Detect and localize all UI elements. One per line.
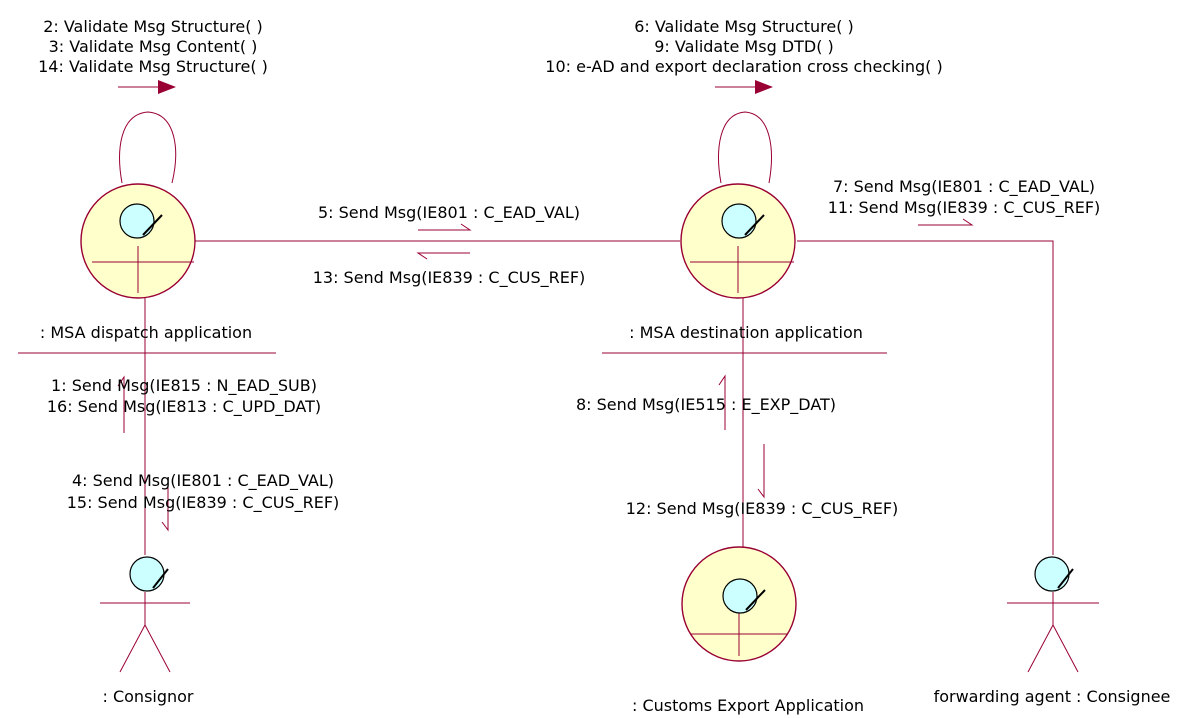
msg-5: 5: Send Msg(IE801 : C_EAD_VAL) [318, 203, 580, 223]
label-destination: : MSA destination application [629, 323, 863, 342]
msg-16: 16: Send Msg(IE813 : C_UPD_DAT) [47, 397, 321, 417]
msg-dispatch-self-2: 3: Validate Msg Content( ) [49, 37, 258, 56]
arrow-msg-1-16 [117, 375, 125, 433]
arrow-destination-self [715, 80, 773, 94]
arrow-msg-5 [418, 223, 472, 231]
clock-icon [721, 203, 757, 239]
arrow-msg-13 [416, 252, 470, 260]
actor-consignee[interactable] [1007, 556, 1099, 673]
arrow-msg-7-11 [918, 218, 974, 226]
arrow-msg-12 [757, 444, 765, 499]
label-consignee: forwarding agent : Consignee [934, 687, 1171, 706]
label-consignor: : Consignor [102, 687, 193, 706]
msg-destination-self-2: 9: Validate Msg DTD( ) [654, 37, 834, 56]
clock-icon [722, 578, 758, 614]
msg-dispatch-self-3: 14: Validate Msg Structure( ) [38, 57, 268, 76]
msg-13: 13: Send Msg(IE839 : C_CUS_REF) [313, 268, 586, 288]
control-object-customs[interactable] [681, 546, 797, 662]
self-loop-dispatch [119, 111, 177, 184]
msg-12: 12: Send Msg(IE839 : C_CUS_REF) [626, 499, 899, 519]
msg-8: 8: Send Msg(IE515 : E_EXP_DAT) [576, 395, 836, 415]
label-dispatch: : MSA dispatch application [40, 323, 252, 342]
link-destination-consignee [797, 240, 1054, 555]
clock-icon [129, 556, 165, 592]
msg-4: 4: Send Msg(IE801 : C_EAD_VAL) [72, 471, 334, 491]
arrow-dispatch-self [118, 80, 176, 94]
arrow-msg-4-15 [161, 478, 169, 532]
msg-dispatch-self-1: 2: Validate Msg Structure( ) [43, 17, 263, 36]
msg-7: 7: Send Msg(IE801 : C_EAD_VAL) [833, 177, 1095, 197]
msg-destination-self-1: 6: Validate Msg Structure( ) [634, 17, 854, 36]
clock-icon [1034, 556, 1070, 592]
label-customs: : Customs Export Application [632, 696, 864, 715]
msg-destination-self-3: 10: e-AD and export declaration cross ch… [545, 57, 942, 76]
self-loop-destination [718, 111, 772, 184]
msg-1: 1: Send Msg(IE815 : N_EAD_SUB) [51, 376, 317, 396]
arrow-msg-8 [718, 374, 726, 430]
control-object-destination[interactable] [680, 183, 796, 299]
msg-11: 11: Send Msg(IE839 : C_CUS_REF) [828, 198, 1101, 218]
control-object-dispatch[interactable] [80, 183, 196, 299]
msg-15: 15: Send Msg(IE839 : C_CUS_REF) [67, 493, 340, 513]
clock-icon [119, 203, 155, 239]
actor-consignor[interactable] [100, 556, 190, 673]
